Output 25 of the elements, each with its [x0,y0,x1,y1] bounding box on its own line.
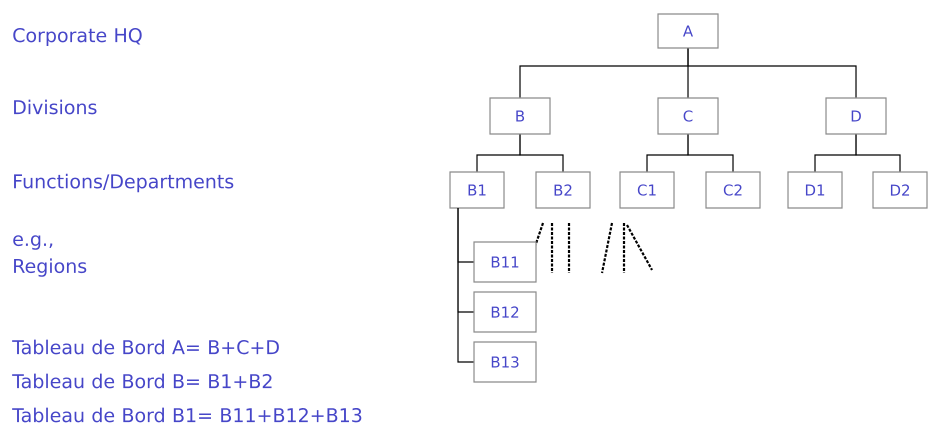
side-label: Functions/Departments [14,174,234,192]
org-box: B1 [449,171,505,209]
org-box: C2 [705,171,761,209]
org-box: C [657,97,719,135]
side-label: Tableau de Bord B1= B11+B12+B13 [12,408,362,422]
side-label: e.g., Regions [13,235,86,277]
connector-line [855,134,901,172]
org-box: B12 [473,291,537,333]
connector-line [687,134,734,172]
org-box: B2 [535,171,591,209]
side-label: Tableau de Bord B= B1+B2 [12,374,272,388]
org-box: A [657,13,719,49]
side-label: Corporate HQ [13,28,142,46]
connector-line [519,134,564,172]
org-box: B [489,97,551,135]
org-box: C1 [619,171,675,209]
org-box: D2 [872,171,928,209]
side-label: Tableau de Bord A= B+C+D [12,340,279,354]
org-box: B13 [473,341,537,383]
org-box: D [825,97,887,135]
org-box: B11 [473,241,537,283]
org-box: D1 [787,171,843,209]
side-label: Divisions [14,100,96,114]
connector-line [687,48,857,98]
connector-line [457,208,474,363]
